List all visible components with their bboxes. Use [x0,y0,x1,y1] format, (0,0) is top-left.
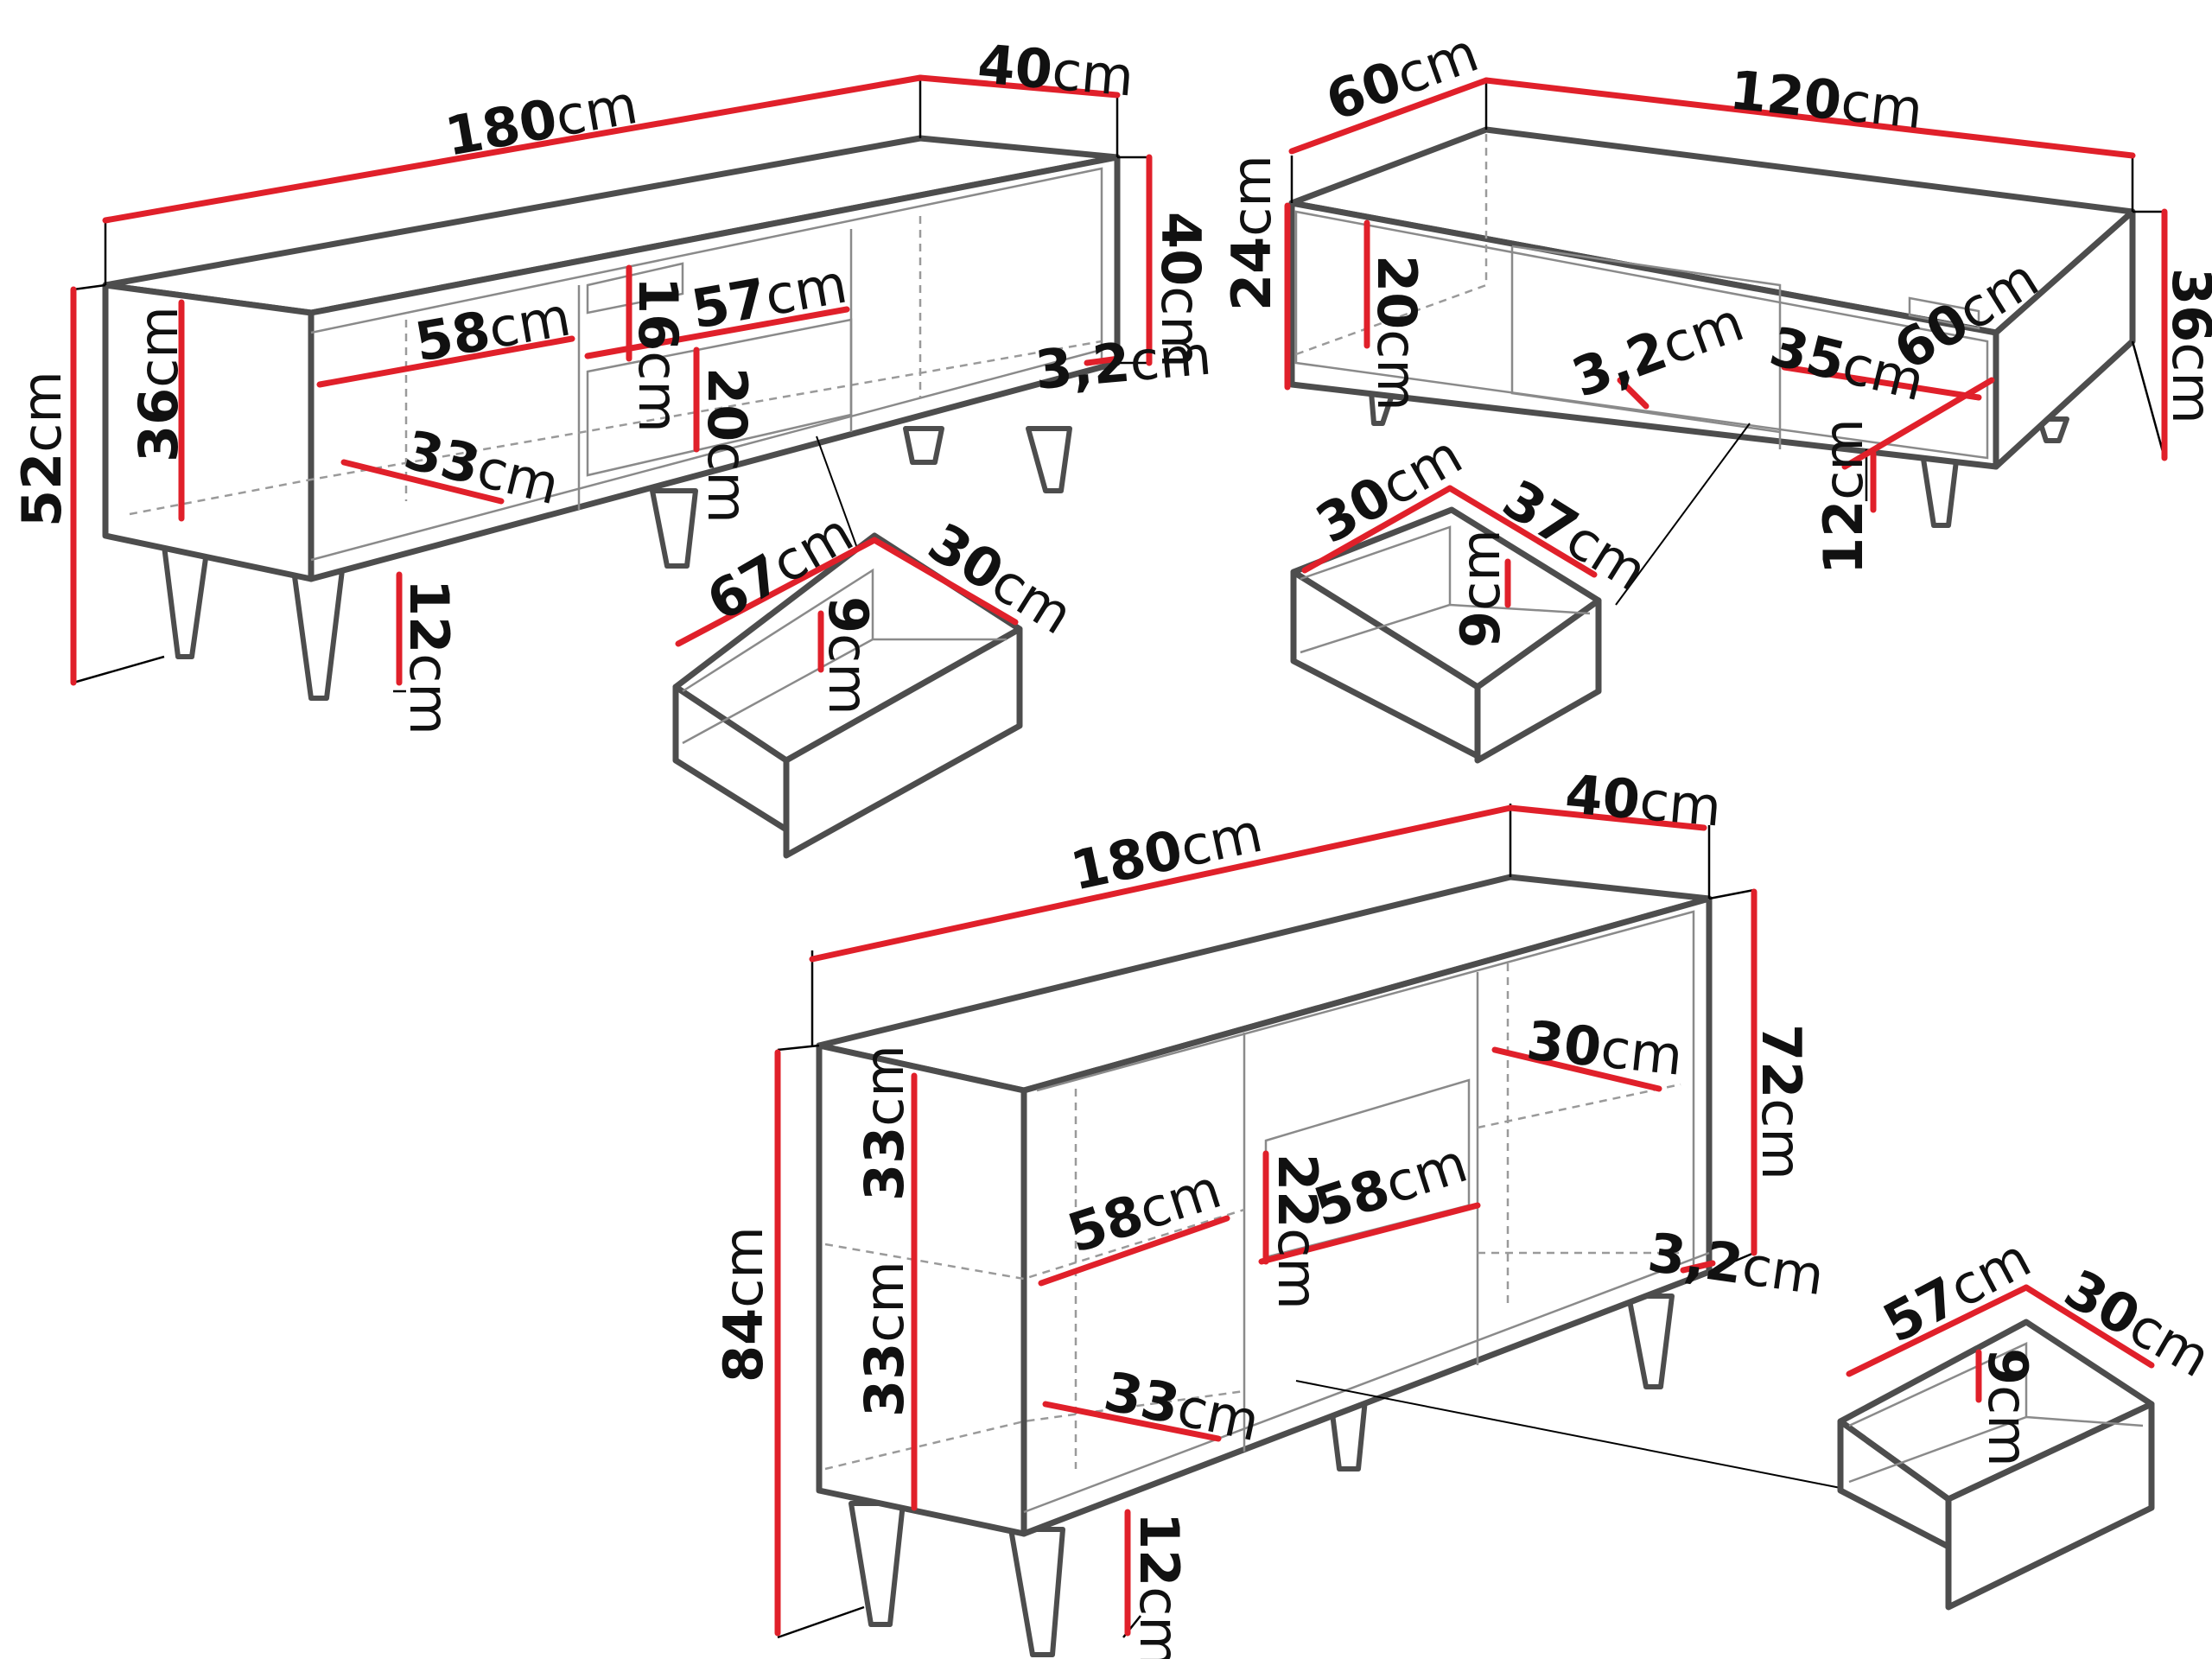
coffee-table-extension-line [1290,82,2166,501]
coffee-table-inner-frame [1294,210,1989,460]
tv-stand-leg [162,543,210,659]
tv-stand-depth-label: 40cm [976,32,1136,108]
tv-stand-extension-line [104,78,1149,365]
coffee-table-hidden-edge [1295,130,1488,356]
coffee-table-drawer-box [1474,597,1602,764]
sideboard-thickness-dim [1680,1260,1716,1274]
sideboard-drawer-width-dim [1258,1202,1481,1265]
tv-stand-width-dim [102,74,924,224]
coffee-table-depth-dim [1288,77,1490,155]
tv-stand-drawer-height-label: 9cm [817,596,880,715]
tv-stand-drawer-drawing: 67cm 30cm 9cm [672,500,1084,859]
tv-stand-drawer-width-dim [675,537,878,647]
sideboard-inner-frame [1036,910,1695,1270]
tv-stand-niche [586,262,684,315]
tv-stand-width-label: 180cm [441,73,642,168]
coffee-table-drawer-inner [1300,525,1591,654]
tv-stand-height-label: 52cm [10,371,73,527]
tv-stand-leg-height-label: 12cm [397,579,461,735]
tv-stand-shelf-depth-dim [340,459,505,505]
coffee-table-shelf-depth-dim [1781,364,1982,401]
sideboard-depth-dim [1507,804,1707,831]
sideboard-total-height-label: 84cm [712,1226,775,1382]
coffee-table-thickness-dim [1617,377,1649,410]
sideboard-drawer-height-label: 9cm [1976,1348,2039,1467]
tv-stand-leg [650,488,698,569]
tv-stand-extension-line [73,283,406,693]
sideboard-drawer-height-label: 22cm [1266,1154,1329,1310]
coffee-table-drawing: 60cm 120cm 24cm 36cm 20cm 3,2cm 35cm 60c… [1220,21,2212,606]
sideboard-drawer-depth-dim [2023,1284,2155,1369]
sideboard-right-shelf-dim [1491,1046,1662,1092]
sideboard-width-label: 180cm [1065,801,1268,903]
tv-stand-drawer-width-dim [584,306,850,359]
sideboard-drawer-drawing: 57cm 30cm 9cm [1837,1226,2212,1611]
coffee-table-depth-label: 60cm [1318,21,1486,133]
tv-stand-drawer-box [783,626,1023,859]
coffee-table-body-height-label: 24cm [1220,155,1283,311]
tv-stand-drawing: 180cm 40cm 52cm 36cm 40cm 58cm 33cm 16cm… [10,32,1214,735]
coffee-table-total-height-label: 36cm [2160,268,2212,424]
tv-stand-thickness-dim [1084,355,1122,366]
coffee-table-drawer-height-label: 9cm [1449,529,1512,648]
sideboard-leg [1008,1527,1065,1657]
tv-stand-drawer-front [586,318,853,477]
sideboard-drawer-box [1945,1401,2155,1611]
tv-stand-inner-frame [310,167,1103,363]
sideboard-thickness-label: 3,2cm [1644,1221,1827,1308]
sideboard-leg [1626,1294,1675,1389]
sideboard-shelf-width-dim [1038,1215,1230,1287]
sideboard-upper-compartment-label: 33cm [853,1045,916,1201]
tv-stand-niche-label: 16cm [626,276,690,433]
sideboard-right-shelf-label: 30cm [1523,1008,1685,1087]
coffee-table-shelf-width-dim [1841,377,1995,470]
tv-stand-hidden-edge [129,340,1103,516]
sideboard-drawing: 180cm 40cm 84cm 72cm 33cm 33cm 58cm 33cm… [712,762,1841,1659]
sideboard-extension-line [810,804,1755,1274]
sideboard-hidden-edge [824,1208,1245,1471]
sideboard-hidden-edge [1074,963,1681,1469]
tv-stand-depth-dim [917,74,1121,99]
sideboard-base-rail [1023,1251,1710,1514]
tv-stand-side-height-label: 40cm [1149,212,1212,368]
tv-stand-shelf-width-dim [316,335,575,388]
coffee-table-drawer-front [1510,245,1782,449]
sideboard-drawer-leader [1295,1380,1841,1489]
coffee-table-drawer-leader [1615,423,1751,606]
tv-stand-thickness-label: 3,2cm [1033,323,1214,402]
coffee-table-width-dim [1483,77,2136,159]
sideboard-shelf-depth-dim [1042,1401,1222,1442]
coffee-table-opening-label: 20cm [1365,255,1428,411]
tv-stand-leg [903,426,944,465]
tv-stand-drawer-depth-dim [871,537,1019,626]
tv-stand-inner-height-label: 36cm [127,306,190,462]
tv-stand-shelf-width-label: 58cm [410,284,575,373]
sideboard-leg-height-label: 12cm [1128,1512,1191,1659]
coffee-table-drawer-depth-dim [1446,485,1598,578]
coffee-table-width-label: 120cm [1726,58,1925,141]
tv-stand-leg [1026,426,1072,493]
sideboard-lower-compartment-label: 33cm [853,1261,916,1417]
sideboard-depth-label: 40cm [1563,762,1724,838]
coffee-table-niche [1908,296,1980,330]
sideboard-drawer-inner [1848,1342,2144,1484]
tv-stand-drawer-width-label: 57cm [687,251,852,340]
coffee-table-drawer-drawing: 30cm 37cm 9cm [1290,423,1658,764]
tv-stand-drawer-height-label: 20cm [696,367,759,524]
sideboard-body-height-label: 72cm [1750,1024,1813,1180]
coffee-table-leg-height-label: 12cm [1812,418,1875,575]
sideboard-width-dim [809,804,1514,963]
tv-stand-base-rail [310,344,1118,562]
sideboard-drawer-width-dim [1846,1284,2030,1377]
tv-stand-drawer-inner [682,568,1007,745]
coffee-table-drawer-width-dim [1301,485,1453,574]
sideboard-leg [849,1501,906,1627]
sideboard-front-left [816,1042,1027,1537]
tv-stand-leg [291,568,345,701]
